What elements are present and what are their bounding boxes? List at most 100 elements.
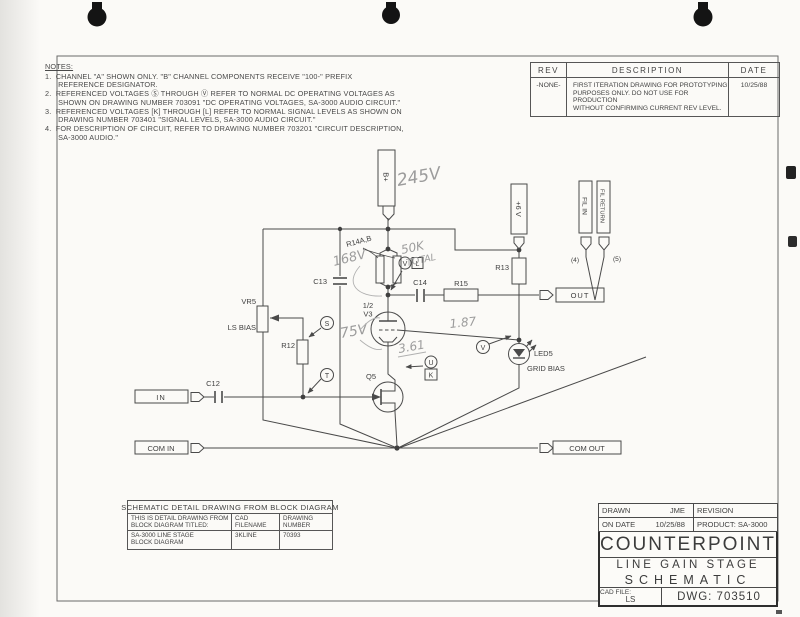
title-block-main: COUNTERPOINT LINE GAIN STAGE SCHEMATIC C… [598, 532, 778, 607]
revision-table: REV DESCRIPTION DATE -NONE- FIRST ITERAT… [530, 62, 780, 117]
note-line: 2. REFERENCED VOLTAGES Ⓢ THROUGH Ⓥ REFER… [45, 89, 395, 99]
note-line: SHOWN ON DRAWING NUMBER 703091 "DC OPERA… [45, 97, 401, 107]
fil-in-label: FIL IN [581, 197, 588, 215]
detail-col3-header-line: NUMBER [283, 522, 311, 529]
title-block: DRAWN JME REVISION ON DATE 10/25/88 PROD… [598, 503, 778, 607]
tp-u: U [428, 360, 433, 367]
c14-label: C14 [413, 278, 427, 287]
hw-grid-voltage: 1.87 [449, 314, 477, 331]
title-block-row-date: ON DATE 10/25/88 PRODUCT: SA-3000 [599, 518, 777, 531]
detail-col2-header-line: FILENAME [235, 522, 267, 529]
r14-label: R14A,B [345, 234, 372, 249]
date-value: 10/25/88 [655, 520, 685, 529]
revision-table-header: REV DESCRIPTION DATE [531, 63, 779, 78]
capacitor-c14: C14 [413, 278, 427, 302]
wires [204, 218, 647, 449]
note-line: SA-3000 AUDIO." [45, 132, 119, 142]
detail-col1-value-line: BLOCK DIAGRAM [131, 539, 184, 546]
note-line: 4. FOR DESCRIPTION OF CIRCUIT, REFER TO … [45, 123, 404, 133]
product-value: PRODUCT: SA-3000 [697, 520, 768, 529]
q5-label: Q5 [366, 372, 376, 381]
rev-column-header: REV [531, 63, 567, 77]
detail-col3-header-line: DRAWING [283, 515, 314, 522]
rev-description-line: FIRST ITERATION DRAWING FOR PROTOTYPING [573, 82, 728, 89]
hw-supply-voltage: 245V [395, 163, 443, 191]
revision-label: REVISION [697, 506, 734, 515]
drawn-value: JME [669, 506, 685, 515]
company-name: COUNTERPOINT [600, 532, 776, 558]
detail-col3-header: DRAWING NUMBER [280, 514, 332, 530]
out-connector: OUT [539, 287, 605, 303]
drawing-title-line2: SCHEMATIC [600, 572, 776, 588]
punch-hole-marks [87, 2, 797, 614]
note-line: REFERENCE DESIGNATOR. [45, 80, 158, 90]
rev-date: 10/25/88 [740, 82, 768, 89]
detail-table-title: SCHEMATIC DETAIL DRAWING FROM BLOCK DIAG… [121, 501, 338, 514]
tp-s: S [325, 321, 330, 328]
capacitor-c12: C12 [206, 379, 223, 403]
detail-col1-header-line: THIS IS DETAIL DRAWING FROM [131, 515, 229, 522]
detail-col2-value: 3KLINE [232, 531, 280, 549]
led5: LED5 GRID BIAS [508, 339, 565, 373]
plus6v-label: +6 V [514, 201, 523, 217]
notes-title: NOTES: [45, 62, 74, 71]
tube-half-label: 1/2 [363, 301, 373, 310]
cad-file-label: CAD FILE: [600, 589, 632, 596]
led5-function-label: GRID BIAS [527, 364, 565, 373]
detail-col3-value: 70393 [283, 532, 301, 539]
pencil-leader-curves [352, 265, 427, 358]
hw-plate-voltage: 75V [339, 321, 370, 342]
resistor-r12: R12 [281, 339, 309, 365]
detail-col1-header: THIS IS DETAIL DRAWING FROM BLOCK DIAGRA… [128, 514, 232, 530]
hw-r14-voltage: 168V [331, 247, 368, 270]
note-line: DRAWING NUMBER 703401 "SIGNAL LEVELS, SA… [45, 115, 316, 125]
title-block-info-grid: DRAWN JME REVISION ON DATE 10/25/88 PROD… [598, 503, 778, 532]
drawn-cell: DRAWN JME [599, 504, 694, 517]
sheet-border [56, 55, 779, 602]
rev-description-line: PURPOSES ONLY. DO NOT USE FOR PRODUCTION [573, 89, 689, 105]
description-column-header: DESCRIPTION [567, 63, 729, 77]
c13-label: C13 [313, 277, 327, 286]
detail-reference-table: SCHEMATIC DETAIL DRAWING FROM BLOCK DIAG… [121, 500, 338, 550]
note-line: 1. CHANNEL "A" SHOWN ONLY. "B" CHANNEL C… [45, 71, 353, 81]
tube-ref-label: V3 [363, 310, 372, 319]
dwg-number: DWG: 703510 [677, 590, 761, 603]
detail-col1-header-line: BLOCK DIAGRAM TITLED: [131, 522, 209, 529]
cad-file-value: LS [625, 595, 636, 604]
detail-col2-header-line: CAD [235, 515, 249, 522]
tp-v-plate: V [403, 261, 408, 268]
bplus-label: B+ [382, 172, 391, 182]
tp-l: L [416, 261, 420, 268]
revision-table-row: -NONE- FIRST ITERATION DRAWING FOR PROTO… [531, 78, 779, 116]
notes-block: NOTES: 1. CHANNEL "A" SHOWN ONLY. "B" CH… [45, 62, 404, 142]
drawn-label: DRAWN [602, 506, 631, 515]
com-in-label: COM IN [147, 444, 174, 453]
in-label: IN [156, 393, 166, 402]
fil-return-pin-number: (5) [613, 256, 621, 263]
led5-label: LED5 [534, 349, 553, 358]
note-line: 3. REFERENCED VOLTAGES [K] THROUGH [L] R… [45, 106, 402, 116]
detail-col2-header: CAD FILENAME [232, 514, 280, 530]
rev-description: FIRST ITERATION DRAWING FOR PROTOTYPING … [567, 78, 729, 116]
fil-in-connector: FIL IN (4) [571, 180, 593, 264]
tube-v3: 1/2 V3 [363, 301, 406, 347]
cad-file-cell: CAD FILE: LS [600, 588, 662, 605]
tp-k: K [429, 373, 434, 380]
out-label: OUT [571, 291, 590, 300]
rev-description-line: WITHOUT CONFIRMING CURRENT REV LEVEL. [573, 104, 722, 112]
detail-table-header-row: THIS IS DETAIL DRAWING FROM BLOCK DIAGRA… [128, 514, 332, 531]
title-block-bottom-row: CAD FILE: LS DWG: 703510 [600, 588, 776, 605]
com-out-label: COM OUT [569, 444, 605, 453]
vr5-function-label: LS BIAS [228, 323, 256, 332]
title-block-row-drawn: DRAWN JME REVISION [599, 504, 777, 518]
bplus-connector: B+ [377, 149, 396, 221]
hw-cathode-voltage: 3.61 [397, 338, 426, 356]
capacitor-c13: C13 [313, 277, 347, 286]
rev-value: -NONE- [531, 78, 567, 116]
com-in-connector: COM IN [134, 440, 205, 455]
r13-label: R13 [495, 263, 509, 272]
date-column-header: DATE [740, 65, 768, 75]
detail-col1-value: SA-3000 LINE STAGE BLOCK DIAGRAM [128, 531, 232, 549]
